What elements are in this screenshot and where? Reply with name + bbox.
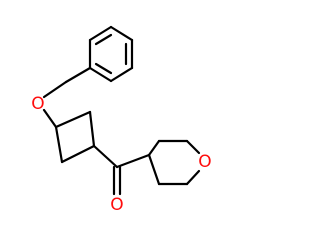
carbonyl-oxygen-label: O bbox=[110, 195, 123, 215]
oxane-ring bbox=[147, 139, 201, 186]
benzene-ring bbox=[88, 25, 134, 83]
cyclobutane-ring bbox=[54, 110, 96, 164]
oxane-bond bbox=[185, 169, 201, 186]
ring-oxygen-label: O bbox=[198, 152, 211, 172]
cyclobutane-bond bbox=[60, 144, 96, 164]
structure-canvas: O O O bbox=[31, 25, 212, 215]
benzyl-bond bbox=[64, 66, 92, 84]
benzene-bond bbox=[109, 25, 134, 42]
benzene-double-bond bbox=[94, 62, 113, 75]
cyclobutane-bond bbox=[54, 110, 92, 129]
molecule-structure: O O O bbox=[31, 25, 212, 215]
benzene-bond bbox=[109, 66, 134, 83]
oxane-bond bbox=[147, 153, 161, 186]
ch2-oxygen-bond bbox=[42, 80, 68, 99]
cyclobutane-bond bbox=[88, 110, 96, 148]
benzene-double-bond bbox=[94, 33, 113, 46]
benzene-bond bbox=[88, 25, 113, 42]
ether-oxygen-label: O bbox=[31, 94, 44, 114]
oxygen-cyclobutane-bond bbox=[42, 108, 58, 129]
cyclobutane-bond bbox=[54, 125, 64, 164]
benzene-bond bbox=[88, 66, 113, 83]
oxane-bond bbox=[185, 139, 201, 155]
carbonyl-oxane-bond bbox=[115, 153, 151, 169]
cyclobutane-carbonyl-bond bbox=[92, 144, 119, 169]
oxane-bond bbox=[147, 139, 161, 157]
